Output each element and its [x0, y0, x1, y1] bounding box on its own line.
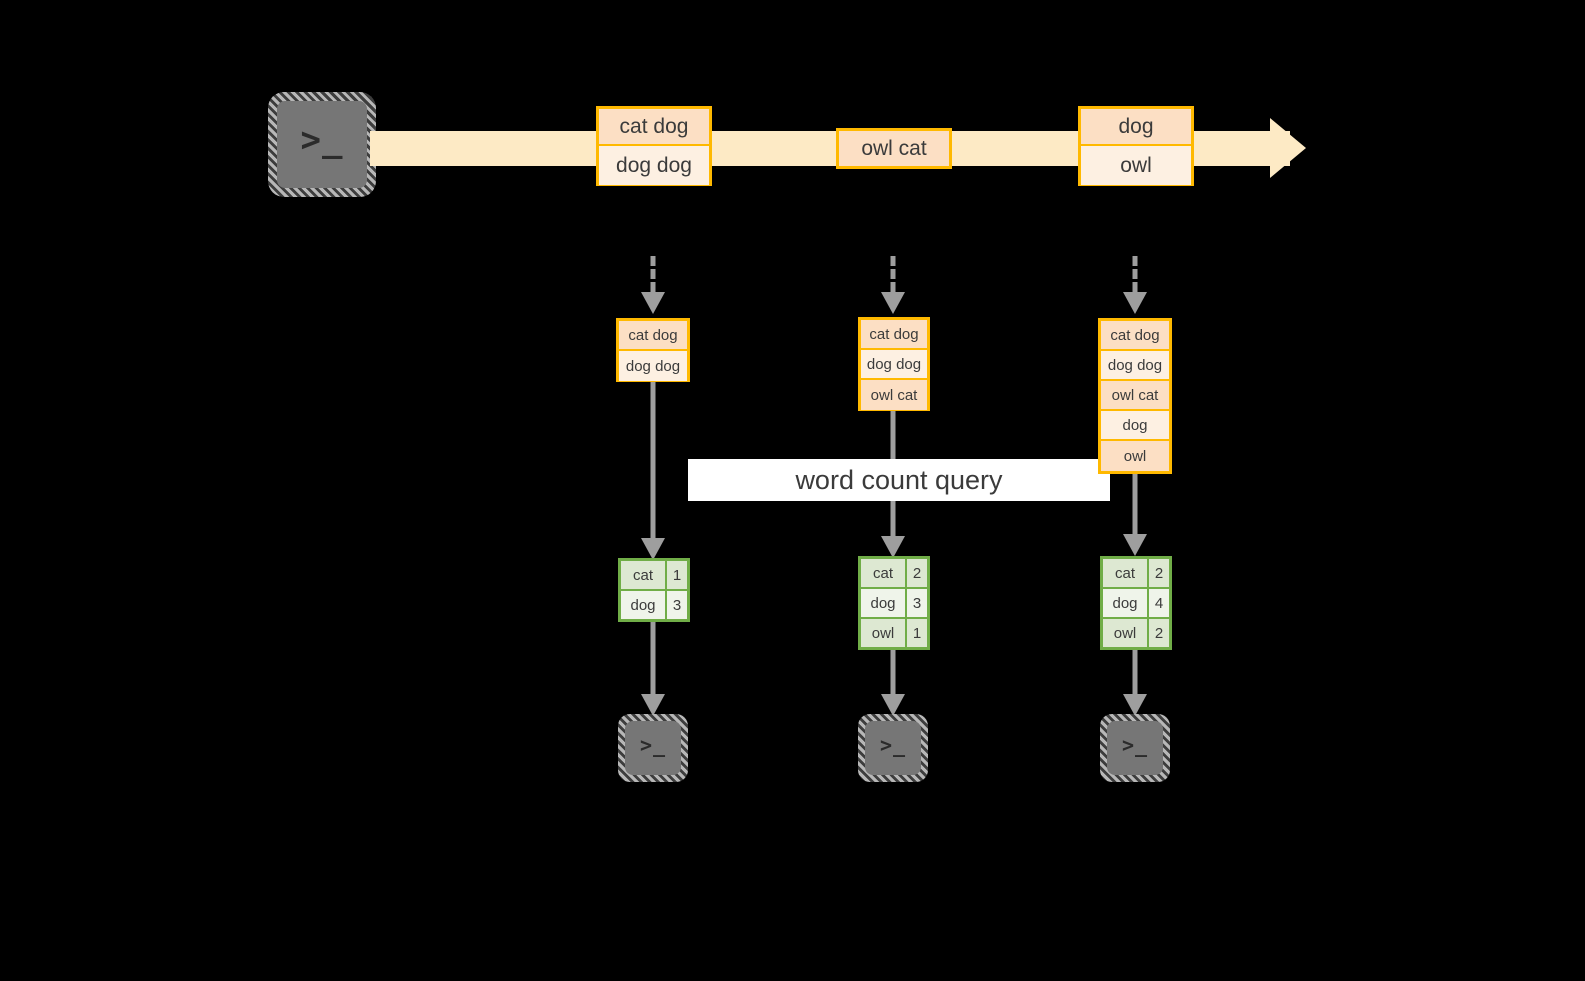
stream-record: cat dog [599, 109, 709, 146]
trigger-2-result-table: cat 2 dog 3 owl 1 [858, 556, 930, 650]
result-row: dog 3 [621, 591, 687, 619]
result-key: dog [1103, 589, 1149, 617]
result-key: cat [1103, 559, 1149, 587]
result-value: 2 [1149, 619, 1169, 647]
query-label: word count query [688, 459, 1110, 501]
result-row: owl 2 [1103, 619, 1169, 647]
result-row: owl 1 [861, 619, 927, 647]
terminal-body [1107, 721, 1163, 775]
result-key: dog [861, 589, 907, 617]
trigger-1-sink-arrow [641, 622, 665, 716]
trigger-3-input-table: cat dog dog dog owl cat dog owl [1098, 318, 1172, 474]
stream-record: dog [1081, 109, 1191, 146]
result-key: owl [861, 619, 907, 647]
stream-batch-3: dog owl [1078, 106, 1194, 186]
input-record: dog [1101, 411, 1169, 441]
result-row: cat 2 [1103, 559, 1169, 589]
stream-batch-2: owl cat [836, 128, 952, 169]
input-record: cat dog [861, 320, 927, 350]
terminal-prompt-glyph: >_ [1121, 732, 1149, 757]
terminal-prompt-glyph: >_ [639, 732, 667, 757]
terminal-body [625, 721, 681, 775]
terminal-prompt-glyph: >_ [879, 732, 907, 757]
stream-record: dog dog [599, 146, 709, 185]
result-value: 2 [907, 559, 927, 587]
result-row: cat 2 [861, 559, 927, 589]
source-terminal-icon: >_ [268, 92, 376, 197]
result-value: 3 [667, 591, 687, 619]
trigger-1-sink-terminal-icon: >_ [618, 714, 688, 782]
trigger-3-query-arrow [1123, 474, 1147, 556]
trigger-1-input-arrow [641, 256, 665, 316]
result-key: cat [621, 561, 667, 589]
stream-arrow-head [1270, 118, 1306, 178]
stream-record: owl cat [839, 131, 949, 166]
terminal-body [865, 721, 921, 775]
result-row: cat 1 [621, 561, 687, 591]
result-key: dog [621, 591, 667, 619]
input-record: dog dog [1101, 351, 1169, 381]
result-row: dog 4 [1103, 589, 1169, 619]
terminal-body [277, 101, 367, 188]
trigger-1-result-table: cat 1 dog 3 [618, 558, 690, 622]
stream-batch-1: cat dog dog dog [596, 106, 712, 186]
trigger-2-input-table: cat dog dog dog owl cat [858, 317, 930, 411]
trigger-3-sink-terminal-icon: >_ [1100, 714, 1170, 782]
result-value: 1 [907, 619, 927, 647]
result-key: owl [1103, 619, 1149, 647]
terminal-prompt-glyph: >_ [300, 119, 344, 160]
input-record: dog dog [619, 351, 687, 381]
trigger-2-sink-terminal-icon: >_ [858, 714, 928, 782]
trigger-1-input-table: cat dog dog dog [616, 318, 690, 382]
trigger-3-input-arrow [1123, 256, 1147, 316]
trigger-3-result-table: cat 2 dog 4 owl 2 [1100, 556, 1172, 650]
result-row: dog 3 [861, 589, 927, 619]
result-value: 4 [1149, 589, 1169, 617]
input-record: cat dog [619, 321, 687, 351]
input-record: dog dog [861, 350, 927, 380]
result-value: 1 [667, 561, 687, 589]
input-record: cat dog [1101, 321, 1169, 351]
result-value: 3 [907, 589, 927, 617]
trigger-2-input-arrow [881, 256, 905, 316]
input-record: owl cat [1101, 381, 1169, 411]
trigger-1-query-arrow [641, 382, 665, 560]
input-record: owl cat [861, 380, 927, 410]
input-record: owl [1101, 441, 1169, 471]
result-value: 2 [1149, 559, 1169, 587]
trigger-2-sink-arrow [881, 650, 905, 716]
stream-record: owl [1081, 146, 1191, 185]
result-key: cat [861, 559, 907, 587]
trigger-3-sink-arrow [1123, 650, 1147, 716]
